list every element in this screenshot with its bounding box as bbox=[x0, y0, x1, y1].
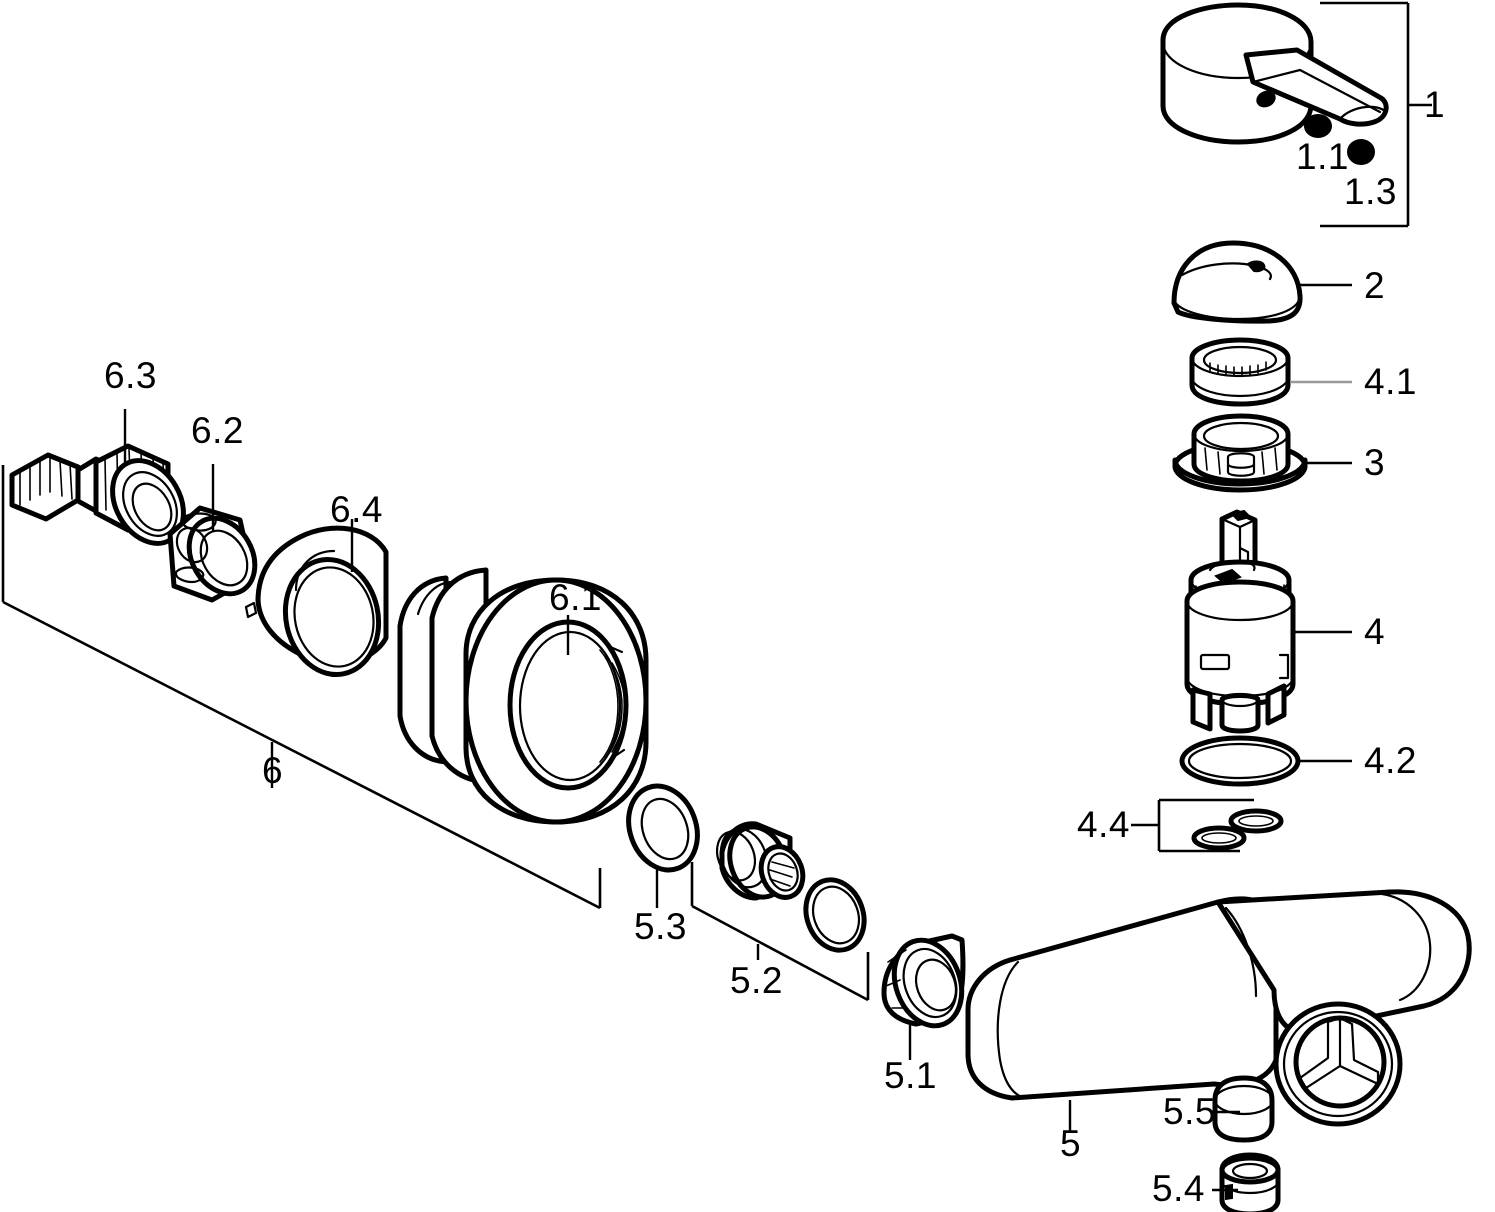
label-1: 1 bbox=[1424, 84, 1446, 125]
part-seal-set bbox=[1191, 808, 1284, 851]
part-cap-dome bbox=[1171, 240, 1303, 324]
label-1-3: 1.3 bbox=[1344, 171, 1397, 212]
part-o-ring bbox=[1179, 735, 1301, 787]
part-bushing-set bbox=[715, 821, 867, 953]
label-5-5: 5.5 bbox=[1163, 1091, 1216, 1132]
part-washer bbox=[626, 783, 700, 873]
label-5-3: 5.3 bbox=[634, 906, 687, 947]
part-retaining-ring bbox=[1189, 337, 1291, 407]
label-6-1: 6.1 bbox=[549, 577, 602, 618]
part-grub-screw bbox=[1304, 114, 1332, 138]
label-5-4: 5.4 bbox=[1152, 1168, 1205, 1209]
part-housing-sleeve bbox=[244, 525, 389, 678]
part-hex-nut bbox=[881, 933, 966, 1029]
part-flow-regulator bbox=[167, 505, 258, 603]
label-2: 2 bbox=[1364, 265, 1386, 306]
part-cartridge bbox=[1184, 509, 1296, 734]
part-connector-nipple bbox=[9, 443, 186, 546]
part-screw-plug bbox=[1347, 139, 1375, 165]
bracket-1 bbox=[1320, 1, 1410, 228]
label-4-1: 4.1 bbox=[1364, 361, 1417, 402]
label-4: 4 bbox=[1364, 611, 1386, 652]
label-4-2: 4.2 bbox=[1364, 740, 1417, 781]
part-spout-body bbox=[965, 889, 1472, 1143]
label-5-1: 5.1 bbox=[884, 1055, 937, 1096]
label-5: 5 bbox=[1060, 1123, 1082, 1164]
label-3: 3 bbox=[1364, 442, 1386, 483]
label-4-4: 4.4 bbox=[1077, 804, 1130, 845]
label-6-4: 6.4 bbox=[330, 489, 383, 530]
label-6-3: 6.3 bbox=[104, 355, 157, 396]
bracket-5-2 bbox=[690, 862, 870, 1002]
label-5-2: 5.2 bbox=[730, 960, 783, 1001]
label-6-2: 6.2 bbox=[191, 410, 244, 451]
part-insert-sleeve bbox=[1219, 1152, 1281, 1212]
part-cap-nut bbox=[1172, 413, 1308, 493]
label-6: 6 bbox=[262, 750, 284, 791]
label-1-1: 1.1 bbox=[1296, 136, 1349, 177]
part-threaded-sleeve bbox=[397, 567, 649, 825]
part-lever-handle bbox=[1160, 2, 1389, 165]
bracket-6 bbox=[1, 465, 602, 910]
